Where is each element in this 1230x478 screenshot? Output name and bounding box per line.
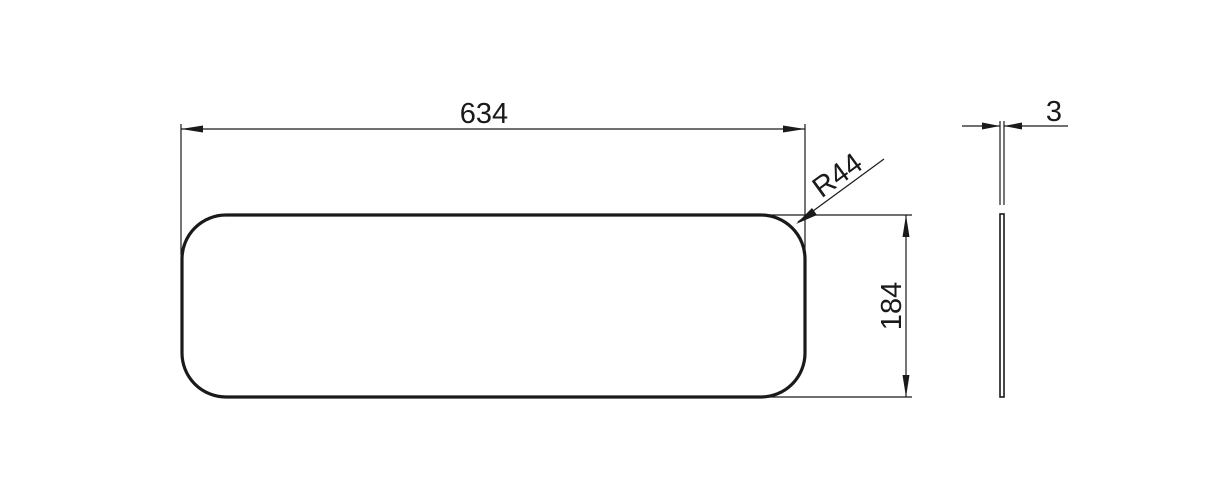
width-arrow-left xyxy=(181,125,203,133)
width-dimension: 634 xyxy=(180,98,806,255)
radius-label: R44 xyxy=(807,147,869,204)
width-label: 634 xyxy=(460,98,508,130)
side-view xyxy=(999,121,1005,398)
radius-arrow xyxy=(796,208,817,224)
thickness-arrow-right xyxy=(1004,122,1022,130)
thickness-dimension: 3 xyxy=(962,96,1068,130)
height-arrow-top xyxy=(902,215,910,237)
height-label: 184 xyxy=(876,282,908,330)
height-dimension: 184 xyxy=(765,214,912,398)
width-arrow-right xyxy=(783,125,805,133)
height-arrow-bottom xyxy=(902,375,910,397)
thickness-arrow-left xyxy=(982,122,1000,130)
radius-dimension: R44 xyxy=(796,147,885,224)
thickness-label: 3 xyxy=(1046,96,1062,128)
side-panel xyxy=(999,213,1005,398)
panel-outline xyxy=(180,213,807,399)
